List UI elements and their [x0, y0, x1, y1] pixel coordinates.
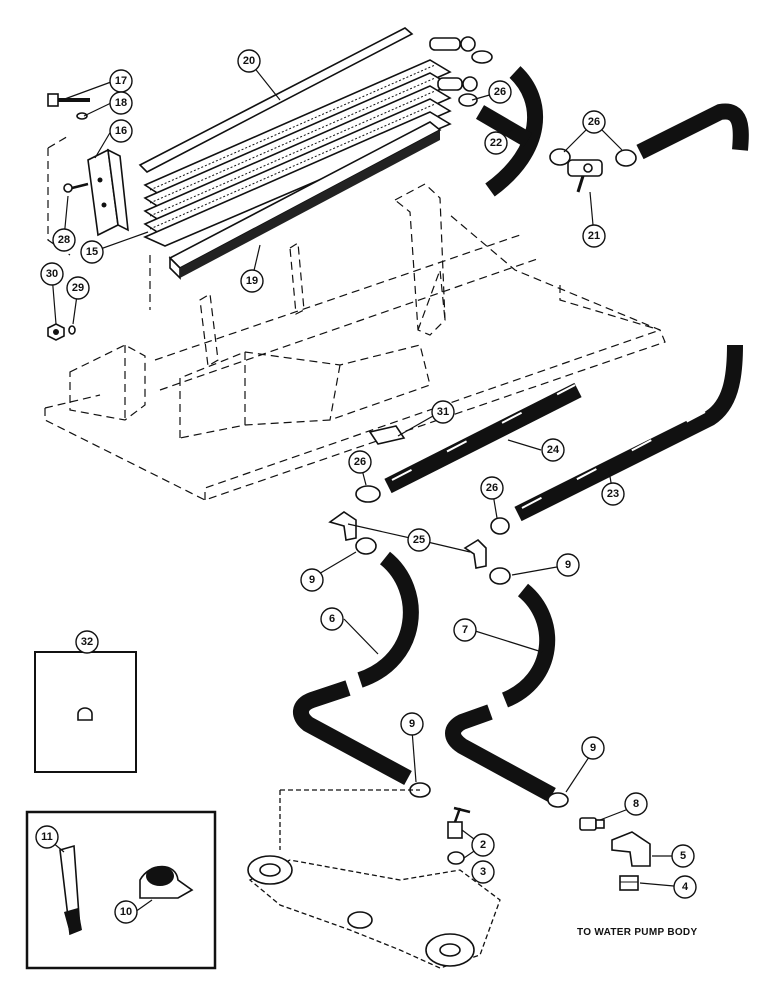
callout-21-label: 21 [588, 230, 600, 242]
callout-26-right-label: 26 [486, 482, 498, 494]
callout-21: 21 [582, 224, 606, 248]
callout-24: 24 [541, 438, 565, 462]
callout-3: 3 [471, 860, 495, 884]
bolt-17 [47, 93, 90, 107]
fitting-8 [579, 817, 605, 831]
callout-3-label: 3 [480, 866, 486, 878]
foam-seal-19 [168, 121, 442, 280]
screw-28 [63, 182, 89, 193]
callout-26-left: 26 [348, 450, 372, 474]
callout-16: 16 [109, 119, 133, 143]
callout-10-label: 10 [120, 906, 132, 918]
callout-11-label: 11 [41, 831, 53, 843]
callout-28: 28 [52, 228, 76, 252]
callout-31: 31 [431, 400, 455, 424]
callout-6: 6 [320, 607, 344, 631]
callout-9-upper-left: 9 [300, 568, 324, 592]
callout-32: 32 [75, 630, 99, 654]
callout-6-label: 6 [329, 613, 335, 625]
drain-cock-2 [447, 806, 471, 839]
callout-5: 5 [671, 844, 695, 868]
callout-18: 18 [109, 91, 133, 115]
callout-24-label: 24 [547, 444, 560, 456]
callout-26-valve-label: 26 [588, 116, 600, 128]
hose-6 [357, 551, 419, 688]
callout-29: 29 [66, 276, 90, 300]
callout-9-lower-left-label: 9 [409, 718, 415, 730]
callout-28-label: 28 [58, 234, 70, 246]
callout-25-label: 25 [413, 534, 425, 546]
callout-17-label: 17 [115, 75, 127, 87]
callout-11: 11 [35, 825, 59, 849]
hose-24 [384, 382, 582, 494]
callout-19-label: 19 [246, 275, 258, 287]
callout-22-label: 22 [490, 137, 502, 149]
callout-15-label: 15 [86, 246, 98, 258]
water-pump-manifold [247, 789, 501, 969]
callout-9-upper-right-label: 9 [565, 559, 571, 571]
callout-26-right: 26 [480, 476, 504, 500]
nut-30 [47, 323, 65, 341]
decal-31 [368, 425, 406, 445]
clamps [355, 50, 637, 808]
callout-30: 30 [40, 262, 64, 286]
hose-23 [514, 344, 743, 522]
callout-4-label: 4 [682, 881, 689, 893]
callout-26-left-label: 26 [354, 456, 366, 468]
callout-26-upper-label: 26 [494, 86, 506, 98]
elbow-5 [611, 831, 651, 867]
callout-5-label: 5 [680, 850, 686, 862]
callout-4: 4 [673, 875, 697, 899]
callout-9-lower-right: 9 [581, 736, 605, 760]
hose-7 [501, 583, 556, 708]
callout-20-label: 20 [243, 55, 255, 67]
callout-9-upper-left-label: 9 [309, 574, 315, 586]
callout-18-label: 18 [115, 97, 127, 109]
callout-16-label: 16 [115, 125, 127, 137]
callout-9-upper-right: 9 [556, 553, 580, 577]
callout-26-upper: 26 [488, 80, 512, 104]
callout-22: 22 [484, 131, 508, 155]
callout-20: 20 [237, 49, 261, 73]
callout-8: 8 [624, 792, 648, 816]
bushing-3 [447, 851, 465, 865]
heater-housing [44, 134, 666, 501]
hose-upper-right [636, 103, 749, 160]
callout-15: 15 [80, 240, 104, 264]
callout-32-label: 32 [81, 636, 93, 648]
callout-10: 10 [114, 900, 138, 924]
seal-strip-20 [138, 27, 414, 173]
inset-32 [34, 651, 137, 773]
callout-2: 2 [471, 833, 495, 857]
callout-30-label: 30 [46, 268, 58, 280]
callout-23-label: 23 [607, 488, 619, 500]
hose-7-lower [445, 704, 556, 803]
bracket-16 [87, 148, 129, 237]
callout-9-lower-left: 9 [400, 712, 424, 736]
callout-8-label: 8 [633, 798, 639, 810]
callout-2-label: 2 [480, 839, 486, 851]
adapter-4 [619, 875, 639, 891]
callout-26-valve: 26 [582, 110, 606, 134]
elbow-25 [328, 511, 487, 569]
washer-18 [76, 112, 88, 120]
callout-25: 25 [407, 528, 431, 552]
callout-7: 7 [453, 618, 477, 642]
callout-7-label: 7 [462, 624, 468, 636]
hose-22 [475, 66, 543, 197]
washer-29 [68, 325, 76, 335]
hose-6-lower [293, 680, 412, 786]
heater-core [143, 36, 478, 247]
callout-19: 19 [240, 269, 264, 293]
callout-9-lower-right-label: 9 [590, 742, 596, 754]
callout-31-label: 31 [437, 406, 449, 418]
callout-17: 17 [109, 69, 133, 93]
callout-23: 23 [601, 482, 625, 506]
callout-29-label: 29 [72, 282, 84, 294]
valve-21 [567, 159, 603, 193]
water-pump-caption: TO WATER PUMP BODY [577, 927, 698, 938]
